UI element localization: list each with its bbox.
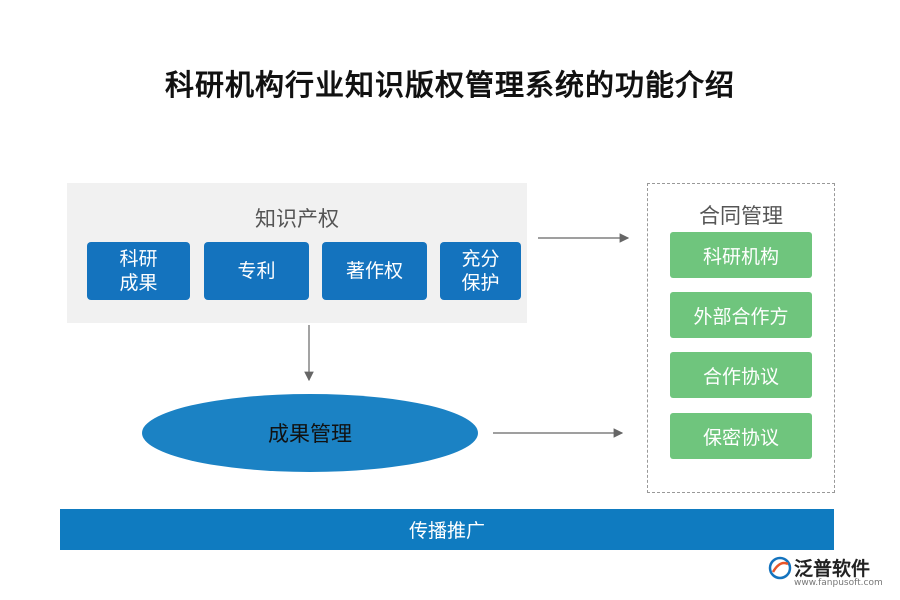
results-management-label: 成果管理 bbox=[268, 422, 352, 446]
page-title: 科研机构行业知识版权管理系统的功能介绍 bbox=[164, 68, 735, 102]
intellectual-property-panel: 知识产权 科研 成果 专利 著作权 充分 保护 bbox=[67, 183, 527, 323]
brand-url: www.fanpusoft.com bbox=[794, 578, 883, 588]
contract-item-cooperation-agreement: 合作协议 bbox=[670, 352, 812, 398]
brand-logo: 泛普软件 www.fanpusoft.com bbox=[768, 554, 894, 594]
copyright-box: 著作权 bbox=[322, 242, 427, 300]
dissemination-label: 传播推广 bbox=[408, 520, 485, 542]
contract-item-confidentiality-agreement: 保密协议 bbox=[670, 413, 812, 459]
intellectual-property-label: 知识产权 bbox=[255, 207, 339, 231]
contract-item-external-partner: 外部合作方 bbox=[670, 292, 812, 338]
contract-management-panel: 合同管理 科研机构 外部合作方 合作协议 保密协议 bbox=[647, 183, 835, 493]
full-protection-box: 充分 保护 bbox=[440, 242, 521, 300]
results-management-ellipse: 成果管理 bbox=[142, 394, 478, 472]
patent-box: 专利 bbox=[204, 242, 309, 300]
research-results-box: 科研 成果 bbox=[87, 242, 190, 300]
brand-name: 泛普软件 bbox=[794, 558, 871, 580]
brand-logo-icon bbox=[768, 556, 792, 580]
dissemination-bar: 传播推广 bbox=[60, 509, 834, 550]
contract-management-label: 合同管理 bbox=[699, 204, 783, 228]
contract-item-research-institution: 科研机构 bbox=[670, 232, 812, 278]
